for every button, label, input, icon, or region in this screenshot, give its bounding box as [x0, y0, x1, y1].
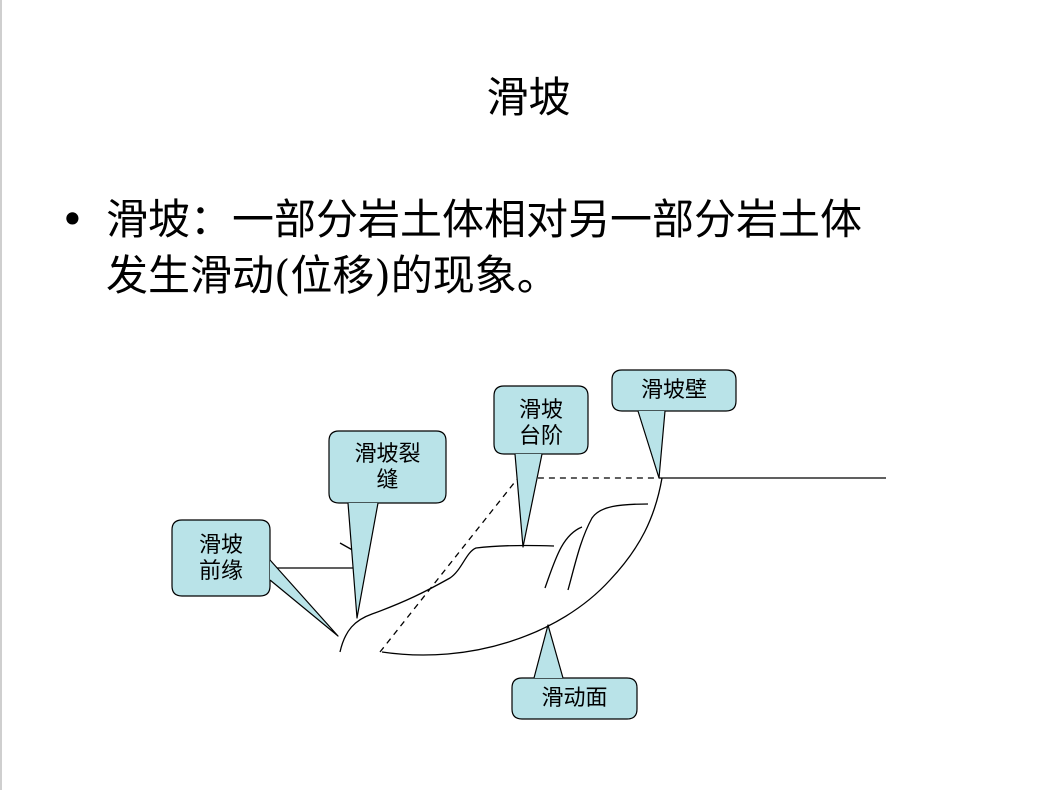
scarp-block-1	[544, 526, 583, 589]
callout-crack-line-1: 滑坡裂	[354, 442, 421, 467]
slide-left-border	[0, 0, 2, 790]
callout-sliding-surface-pointer	[533, 624, 564, 679]
callout-sliding-surface-label: 滑动面	[541, 686, 608, 711]
bullet-text-line-1: 滑坡：一部分岩土体相对另一部分岩土体	[106, 195, 863, 244]
bullet-text-line-2: 发生滑动(位移)的现象。	[106, 251, 559, 300]
callout-terrace-line-1: 滑坡	[518, 398, 563, 423]
callout-crack-line-2: 缝	[376, 468, 399, 493]
callout-crack-box	[328, 430, 447, 504]
scarp-block-2	[567, 503, 649, 591]
bullet-item: • 滑坡：一部分岩土体相对另一部分岩土体 发生滑动(位移)的现象。	[60, 192, 1020, 304]
landslide-mass-outline	[339, 544, 555, 653]
callout-terrace-pointer	[514, 453, 543, 548]
callout-wall-label: 滑坡壁	[640, 378, 707, 403]
callout-front-edge-line-1: 滑坡	[198, 533, 243, 558]
callout-terrace-line-2: 台阶	[518, 424, 563, 449]
bullet-marker: •	[60, 195, 85, 244]
callout-sliding-surface-box	[511, 677, 638, 720]
slide-title: 滑坡	[486, 73, 571, 122]
callout-terrace-box	[493, 385, 589, 455]
callout-front-edge-label: 滑坡 前缘	[172, 533, 270, 585]
callout-crack-pointer	[347, 502, 379, 619]
callout-front-edge-line-2: 前缘	[198, 559, 243, 584]
callout-front-edge-pointer	[269, 559, 339, 637]
callout-front-edge-box	[171, 519, 271, 597]
callout-crack-label: 滑坡裂 缝	[329, 442, 446, 494]
callout-wall-pointer	[637, 410, 666, 479]
callout-wall-box	[611, 369, 737, 412]
callout-terrace-label: 滑坡 台阶	[494, 398, 588, 450]
sliding-surface-curve	[381, 477, 663, 656]
